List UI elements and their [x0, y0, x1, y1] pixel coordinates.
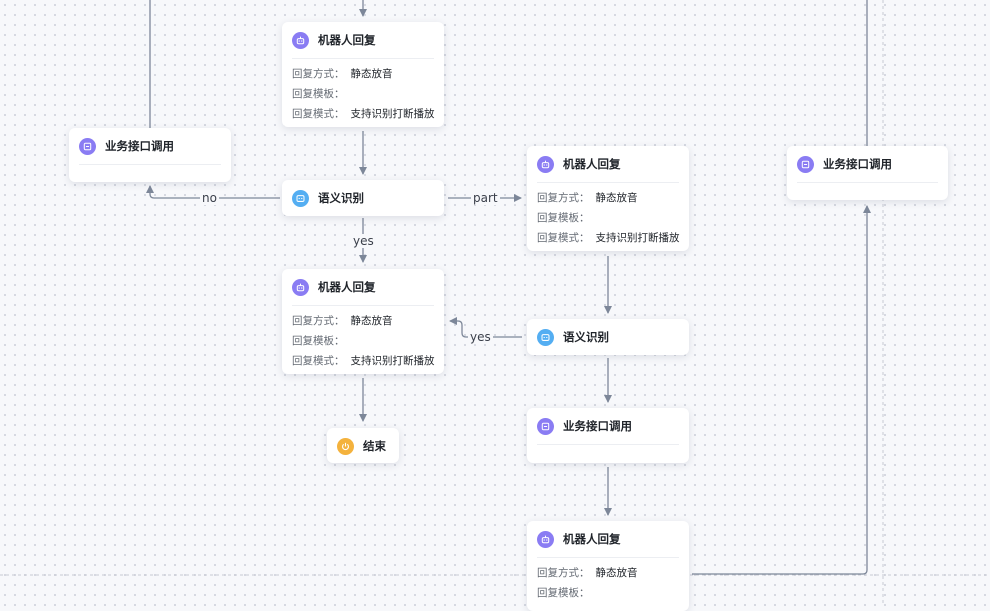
node-title: 语义识别: [318, 191, 364, 205]
robot-reply-node[interactable]: 机器人回复 回复方式： 静态放音 回复模板： 回复模式： 支持识别打断播放: [282, 22, 444, 127]
row-value: 静态放音: [350, 68, 393, 80]
node-title: 业务接口调用: [823, 157, 892, 171]
intent-icon: [292, 189, 309, 207]
row-value: 支持识别打断播放: [350, 108, 435, 120]
reply-template-row: 回复模板：: [292, 331, 434, 351]
edge-reply-bottom-to-api[interactable]: [692, 205, 871, 575]
robot-icon: [292, 278, 309, 296]
node-divider: [537, 444, 679, 445]
reply-template-row: 回复模板：: [537, 583, 679, 603]
row-label: 回复方式：: [292, 68, 345, 80]
node-title: 语义识别: [563, 330, 609, 344]
edge-intent-right-yes[interactable]: [449, 317, 522, 338]
api-call-node[interactable]: 业务接口调用: [69, 128, 231, 182]
api-call-node[interactable]: 业务接口调用: [787, 146, 948, 200]
power-icon: [337, 437, 354, 455]
row-label: 回复模式：: [292, 108, 345, 120]
reply-pattern-row: 回复模式： 支持识别打断播放: [537, 228, 680, 248]
reply-pattern-row: 回复模式： 支持识别打断播放: [292, 104, 435, 124]
node-title: 机器人回复: [318, 33, 376, 47]
node-divider: [537, 557, 679, 558]
node-title: 机器人回复: [563, 532, 621, 546]
node-divider: [537, 182, 679, 183]
node-divider: [292, 305, 434, 306]
end-node[interactable]: 结束: [327, 428, 399, 463]
robot-icon: [292, 31, 309, 49]
node-title: 业务接口调用: [105, 139, 174, 153]
reply-template-row: 回复模板：: [537, 208, 679, 228]
robot-reply-node[interactable]: 机器人回复 回复方式： 静态放音 回复模板： 回复模式： 支持识别打断播放: [527, 146, 689, 251]
row-label: 回复模式：: [537, 232, 590, 244]
row-value: 静态放音: [595, 192, 638, 204]
robot-reply-node[interactable]: 机器人回复 回复方式： 静态放音 回复模板： 回复模式： 支持识别打断播放: [282, 269, 444, 374]
api-icon: [537, 417, 554, 435]
edge-label-yes-left: yes: [468, 330, 493, 344]
api-icon: [79, 137, 96, 155]
row-label: 回复方式：: [537, 567, 590, 579]
row-label: 回复模式：: [292, 355, 345, 367]
robot-reply-node[interactable]: 机器人回复 回复方式： 静态放音 回复模板：: [527, 521, 689, 611]
row-label: 回复模板：: [292, 88, 345, 100]
reply-template-row: 回复模板：: [292, 84, 434, 104]
intent-icon: [537, 328, 554, 346]
row-value: 支持识别打断播放: [595, 232, 680, 244]
robot-icon: [537, 530, 554, 548]
intent-recognition-node[interactable]: 语义识别: [527, 319, 689, 355]
reply-pattern-row: 回复模式： 支持识别打断播放: [292, 351, 435, 371]
node-title: 机器人回复: [318, 280, 376, 294]
row-label: 回复模板：: [537, 212, 590, 224]
edge-label-part: part: [471, 191, 500, 205]
node-divider: [797, 182, 938, 183]
intent-recognition-node[interactable]: 语义识别: [282, 180, 444, 216]
row-value: 静态放音: [350, 315, 393, 327]
row-label: 回复方式：: [292, 315, 345, 327]
api-call-node[interactable]: 业务接口调用: [527, 408, 689, 463]
row-value: 支持识别打断播放: [350, 355, 435, 367]
reply-mode-row: 回复方式： 静态放音: [537, 563, 679, 583]
edge-intent-no[interactable]: [146, 185, 280, 199]
node-title: 机器人回复: [563, 157, 621, 171]
reply-mode-row: 回复方式： 静态放音: [537, 188, 679, 208]
node-title: 业务接口调用: [563, 419, 632, 433]
edge-label-yes-down: yes: [351, 234, 376, 248]
reply-mode-row: 回复方式： 静态放音: [292, 311, 434, 331]
robot-icon: [537, 155, 554, 173]
edge-label-no: no: [200, 191, 219, 205]
row-value: 静态放音: [595, 567, 638, 579]
reply-mode-row: 回复方式： 静态放音: [292, 64, 434, 84]
node-divider: [292, 58, 434, 59]
node-title: 结束: [363, 439, 386, 453]
node-divider: [79, 164, 221, 165]
api-icon: [797, 155, 814, 173]
row-label: 回复模板：: [292, 335, 345, 347]
row-label: 回复方式：: [537, 192, 590, 204]
row-label: 回复模板：: [537, 587, 590, 599]
